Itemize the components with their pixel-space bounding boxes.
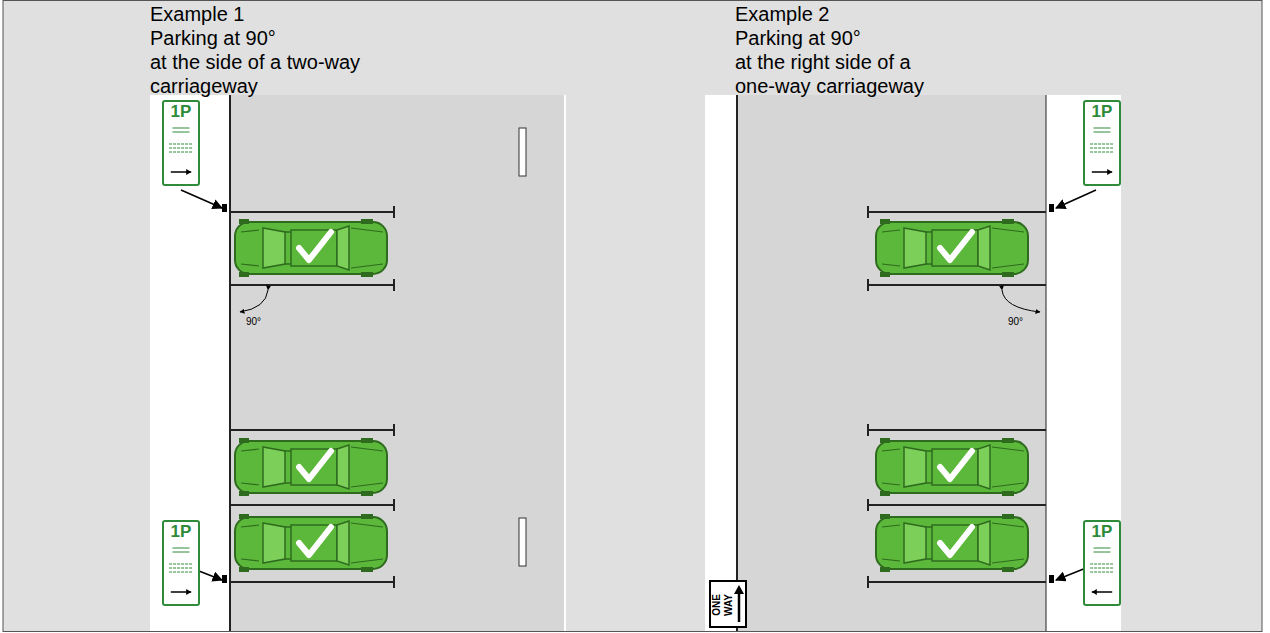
caption-line: Example 1 bbox=[150, 2, 245, 26]
sign-text: 1P bbox=[164, 102, 198, 122]
one-way-sign: ONE WAY bbox=[709, 580, 747, 628]
sign-text: 1P bbox=[1085, 522, 1119, 542]
parking-sign: 1P bbox=[1083, 520, 1121, 606]
sign-text: 1P bbox=[164, 522, 198, 542]
caption-line: Parking at 90° bbox=[150, 26, 276, 50]
angle-label: 90° bbox=[246, 316, 261, 328]
caption-line: Parking at 90° bbox=[735, 26, 861, 50]
parking-sign: 1P bbox=[162, 520, 200, 606]
angle-label: 90° bbox=[1008, 316, 1023, 328]
example-1-road bbox=[150, 95, 566, 631]
caption-line: at the side of a two-way bbox=[150, 50, 360, 74]
example-2-road bbox=[705, 95, 1121, 631]
parking-sign: 1P bbox=[1083, 100, 1121, 186]
one-way-text: ONE WAY bbox=[711, 583, 735, 627]
caption-line: carriageway bbox=[150, 74, 258, 98]
caption-line: at the right side of a bbox=[735, 50, 911, 74]
sign-text: 1P bbox=[1085, 102, 1119, 122]
caption-line: one-way carriageway bbox=[735, 74, 924, 98]
grey-panel bbox=[3, 1, 1262, 632]
parking-sign: 1P bbox=[162, 100, 200, 186]
caption-line: Example 2 bbox=[735, 2, 830, 26]
